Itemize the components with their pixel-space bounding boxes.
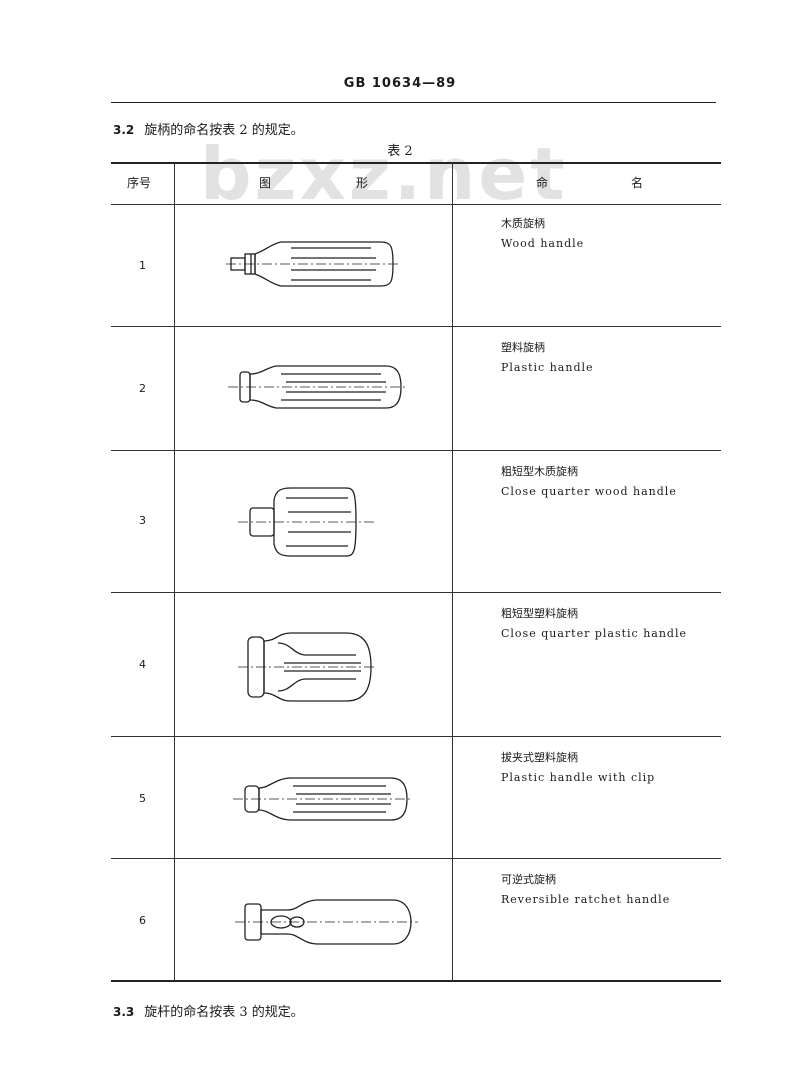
name-zh: 拔夹式塑料旋柄 (501, 751, 578, 764)
header-name-a: 命 (536, 176, 549, 190)
watermark: bzxz.net (200, 132, 568, 216)
close-quarter-plastic-handle-icon (238, 632, 376, 702)
name-zh: 木质旋柄 (501, 217, 545, 230)
document-code-header: GB 10634—89 (343, 76, 457, 91)
name-zh: 可逆式旋柄 (501, 873, 556, 886)
row-divider (111, 450, 721, 451)
row-3-seq: 3 (139, 514, 146, 527)
handle-naming-table: 序号 图 形 命 名 1 木质旋柄 Wood handle 2 塑料旋柄 Pla… (111, 162, 721, 982)
name-zh: 粗短型木质旋柄 (501, 465, 578, 478)
header-figure-b: 形 (356, 176, 369, 190)
column-divider (174, 162, 175, 982)
row-4-seq: 4 (139, 658, 146, 671)
section-text: 旋柄的命名按表 2 的规定。 (144, 123, 304, 138)
name-zh: 粗短型塑料旋柄 (501, 607, 578, 620)
name-en: Reversible ratchet handle (501, 893, 671, 906)
table-bottom-rule (111, 980, 721, 982)
row-divider (111, 326, 721, 327)
section-number: 3.3 (113, 1005, 135, 1019)
row-1-seq: 1 (139, 259, 146, 272)
row-divider (111, 858, 721, 859)
row-2-seq: 2 (139, 382, 146, 395)
row-divider (111, 592, 721, 593)
column-divider (452, 162, 453, 982)
section-text: 旋杆的命名按表 3 的规定。 (144, 1005, 304, 1020)
row-5-seq: 5 (139, 792, 146, 805)
name-zh: 塑料旋柄 (501, 341, 545, 354)
header-seq: 序号 (127, 176, 152, 190)
row-5-name: 拔夹式塑料旋柄 Plastic handle with clip (501, 748, 711, 788)
section-3-2: 3.2 旋柄的命名按表 2 的规定。 (113, 119, 304, 138)
wood-handle-icon (226, 241, 401, 287)
header-name-b: 名 (631, 176, 644, 190)
header-figure-a: 图 (259, 176, 272, 190)
row-4-name: 粗短型塑料旋柄 Close quarter plastic handle (501, 604, 711, 644)
row-1-name: 木质旋柄 Wood handle (501, 214, 711, 254)
table-header-rule (111, 204, 721, 205)
plastic-handle-icon (228, 365, 406, 409)
table-caption: 表 2 (387, 144, 413, 159)
close-quarter-wood-handle-icon (238, 487, 374, 557)
section-number: 3.2 (113, 123, 135, 137)
row-6-name: 可逆式旋柄 Reversible ratchet handle (501, 870, 711, 910)
ratchet-handle-icon (235, 899, 418, 945)
section-3-3: 3.3 旋杆的命名按表 3 的规定。 (113, 1001, 304, 1020)
name-en: Close quarter plastic handle (501, 627, 687, 640)
row-6-seq: 6 (139, 914, 146, 927)
name-en: Plastic handle with clip (501, 771, 656, 784)
name-en: Close quarter wood handle (501, 485, 677, 498)
clip-plastic-handle-icon (233, 777, 411, 821)
header-rule (111, 102, 716, 103)
name-en: Wood handle (501, 237, 585, 250)
row-2-name: 塑料旋柄 Plastic handle (501, 338, 711, 378)
name-en: Plastic handle (501, 361, 594, 374)
row-divider (111, 736, 721, 737)
row-3-name: 粗短型木质旋柄 Close quarter wood handle (501, 462, 711, 502)
table-top-rule (111, 162, 721, 164)
